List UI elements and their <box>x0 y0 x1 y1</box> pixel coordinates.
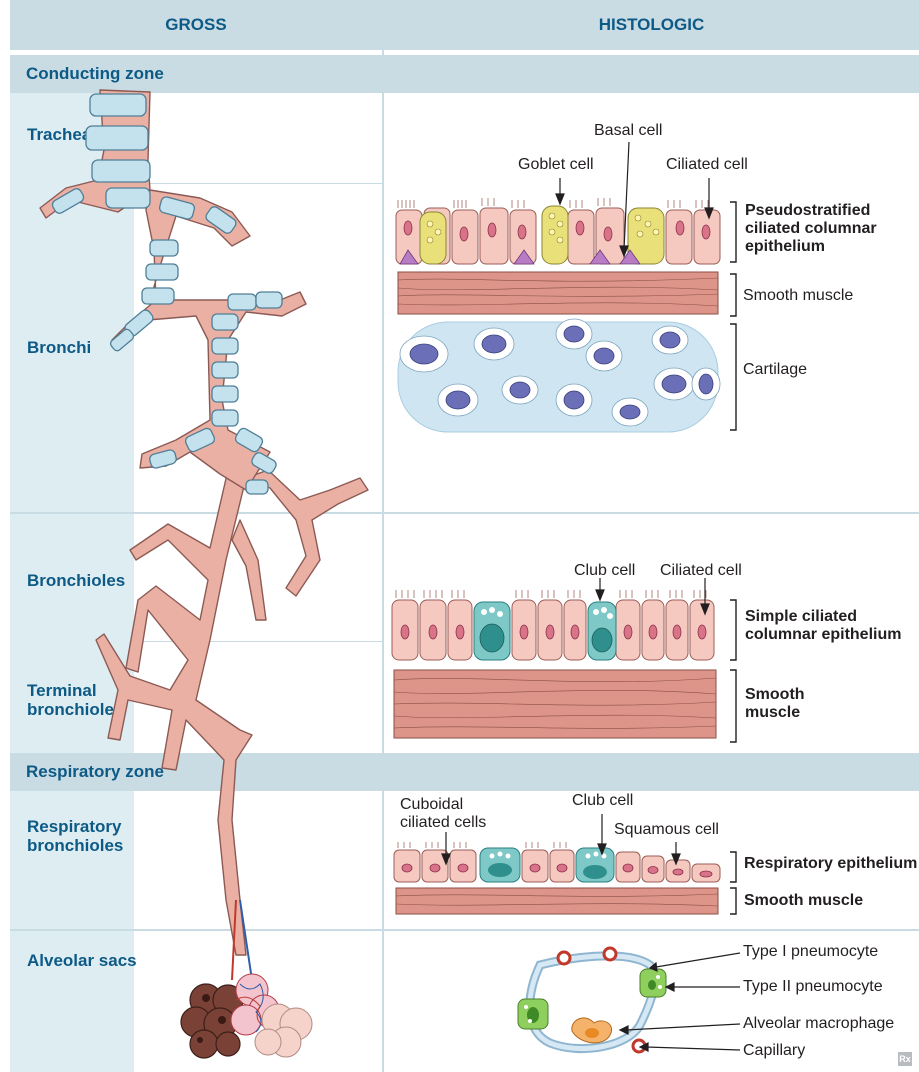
rx-logo: Rx <box>898 1052 912 1066</box>
header-histologic: HISTOLOGIC <box>384 0 919 50</box>
label-ciliated-cell-bronchiole: Ciliated cell <box>660 562 742 580</box>
label-respiratory-epithelium: Respiratory epithelium <box>744 855 917 873</box>
label-goblet-cell: Goblet cell <box>518 156 594 174</box>
bronchi-histology <box>384 100 744 440</box>
label-cartilage: Cartilage <box>743 361 807 379</box>
label-type1-pneumocyte: Type I pneumocyte <box>743 943 878 961</box>
label-simple-ciliated-epithelium: Simple ciliated columnar epithelium <box>745 608 915 644</box>
label-ciliated-cell: Ciliated cell <box>666 156 748 174</box>
label-smooth-muscle-bronchi: Smooth muscle <box>743 287 853 305</box>
label-type2-pneumocyte: Type II pneumocyte <box>743 978 883 996</box>
alveolar-sac-illustration <box>181 900 312 1058</box>
airway-tree-illustration <box>0 0 384 1072</box>
label-club-cell-respiratory: Club cell <box>572 792 633 810</box>
rx-logo-text: Rx <box>899 1054 911 1064</box>
header-histologic-label: HISTOLOGIC <box>599 15 704 35</box>
bronchiole-histology <box>384 560 744 750</box>
label-smooth-muscle-respiratory: Smooth muscle <box>744 892 863 910</box>
label-cuboidal-ciliated-cells: Cuboidal ciliated cells <box>400 796 500 832</box>
label-capillary: Capillary <box>743 1042 805 1060</box>
label-pseudostratified-epithelium: Pseudostratified ciliated columnar epith… <box>745 202 905 256</box>
label-smooth-muscle-bronchiole: Smooth muscle <box>745 686 825 722</box>
label-club-cell-bronchiole: Club cell <box>574 562 635 580</box>
alveolar-pointer-lines <box>560 935 740 1065</box>
label-basal-cell: Basal cell <box>594 122 662 140</box>
label-squamous-cell: Squamous cell <box>614 821 719 839</box>
label-alveolar-macrophage: Alveolar macrophage <box>743 1015 894 1033</box>
